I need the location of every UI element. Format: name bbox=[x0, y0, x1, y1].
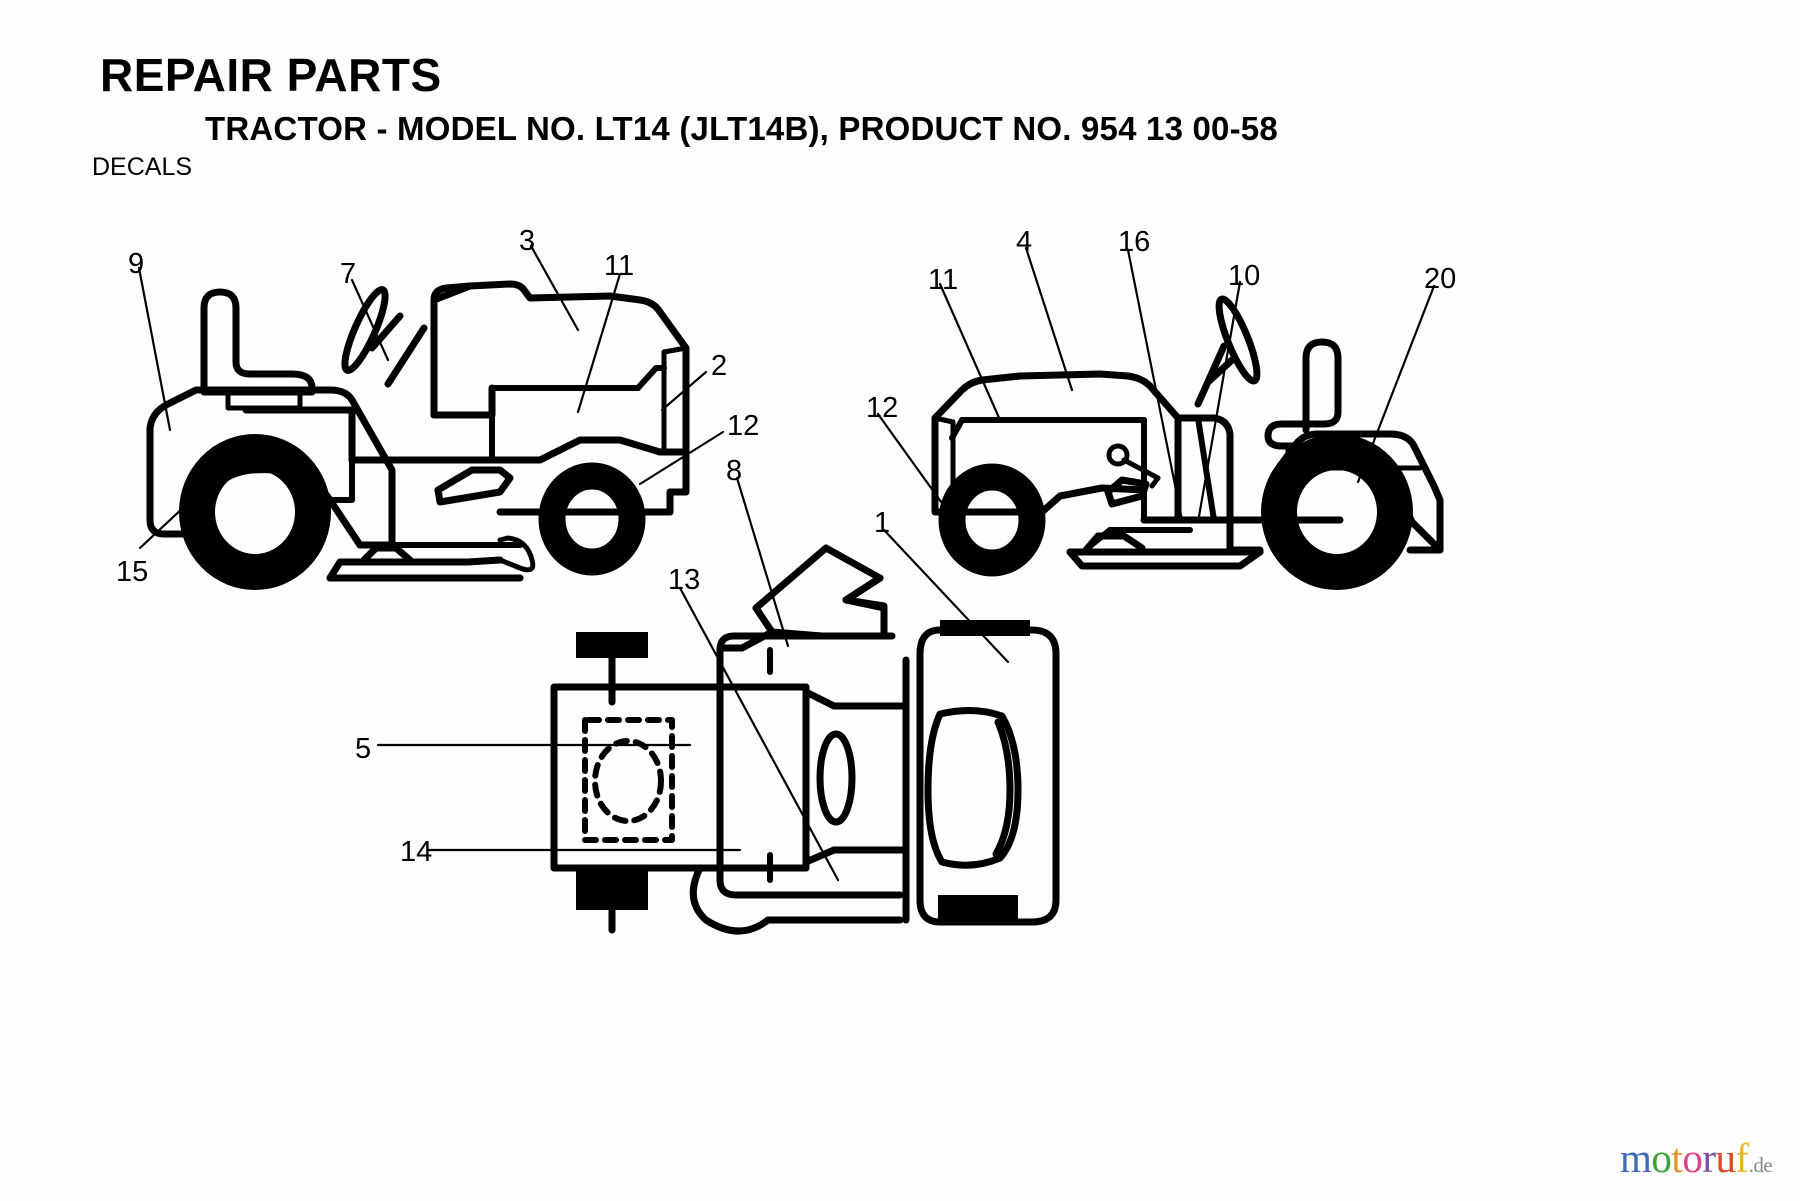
callout-11-right: 11 bbox=[928, 264, 959, 296]
page-title: REPAIR PARTS bbox=[100, 49, 442, 101]
tractor-left-side-view bbox=[137, 244, 725, 590]
watermark-letter: m bbox=[1620, 1135, 1652, 1181]
tractor-right-side-view bbox=[876, 246, 1444, 590]
callout-16: 16 bbox=[1118, 226, 1151, 258]
watermark-letter: r bbox=[1702, 1135, 1716, 1181]
model-subtitle: TRACTOR - MODEL NO. LT14 (JLT14B), PRODU… bbox=[205, 110, 1278, 147]
callout-14: 14 bbox=[400, 836, 433, 868]
callout-3: 3 bbox=[519, 225, 536, 257]
motoruf-watermark: motoruf.de bbox=[1620, 1135, 1773, 1181]
watermark-letter: u bbox=[1715, 1135, 1736, 1181]
section-label: DECALS bbox=[92, 153, 193, 181]
callout-12-left: 12 bbox=[727, 410, 760, 442]
callout-2: 2 bbox=[711, 350, 728, 382]
callout-4: 4 bbox=[1016, 226, 1033, 258]
callout-15: 15 bbox=[116, 556, 149, 588]
callout-7: 7 bbox=[340, 258, 357, 290]
watermark-suffix: .de bbox=[1748, 1153, 1773, 1177]
watermark-letter: o bbox=[1651, 1135, 1672, 1181]
callout-11-left: 11 bbox=[604, 250, 635, 282]
tractor-top-view bbox=[376, 476, 1060, 935]
callout-10: 10 bbox=[1228, 260, 1261, 292]
callout-13: 13 bbox=[668, 564, 701, 596]
watermark-letter: o bbox=[1682, 1135, 1703, 1181]
callout-1: 1 bbox=[874, 507, 891, 539]
callout-20: 20 bbox=[1424, 263, 1457, 295]
callout-12-right: 12 bbox=[866, 392, 899, 424]
callout-9: 9 bbox=[128, 248, 145, 280]
callout-5: 5 bbox=[355, 733, 372, 765]
watermark-letter: f bbox=[1735, 1135, 1749, 1181]
watermark-letter: t bbox=[1671, 1135, 1683, 1181]
callout-8: 8 bbox=[726, 455, 743, 487]
